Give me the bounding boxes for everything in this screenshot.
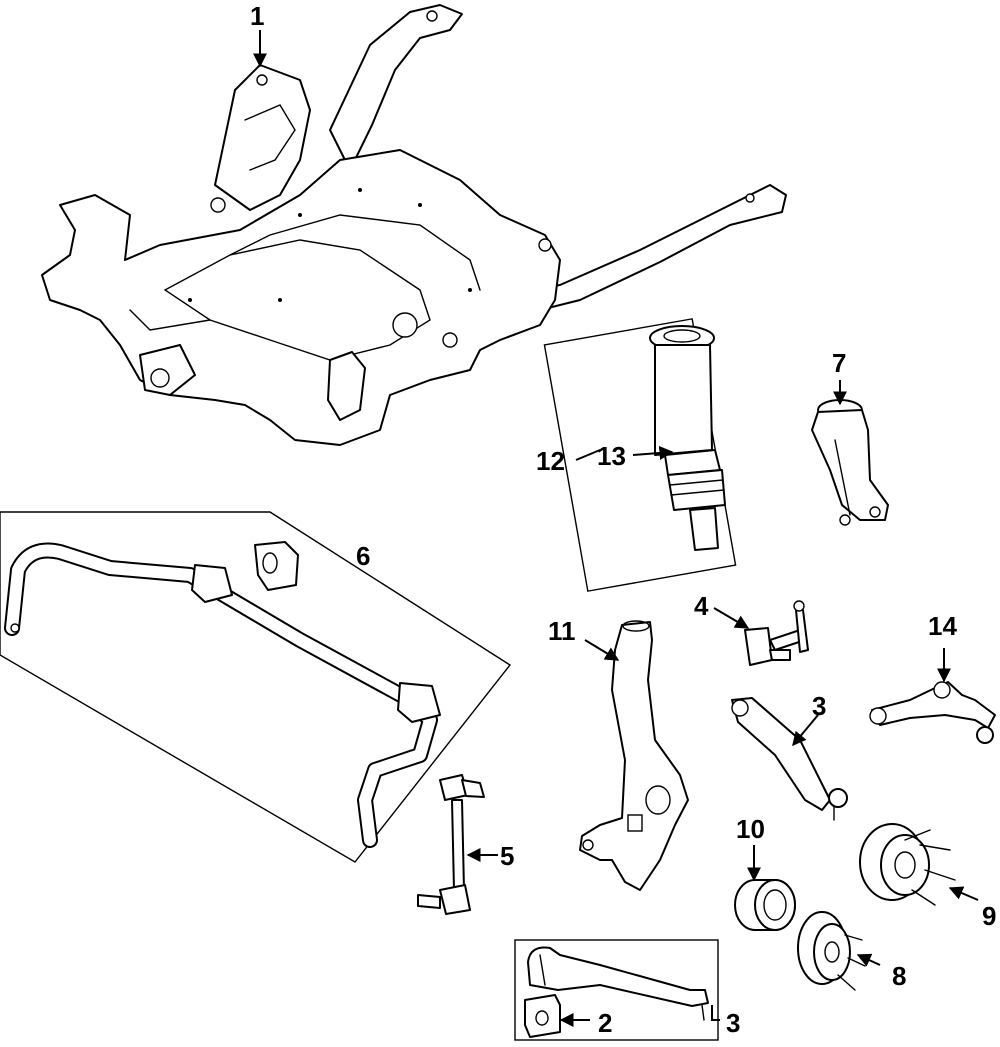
callout-13: 13 — [597, 441, 626, 471]
hub-assembly-part[interactable] — [859, 823, 956, 906]
height-sensor-part[interactable] — [744, 600, 809, 666]
arm-bushing-group-box — [514, 939, 719, 1041]
callout-10: 10 — [736, 814, 765, 844]
callout-1: 1 — [250, 1, 264, 31]
callout-4: 4 — [694, 591, 709, 621]
callout-2: 2 — [598, 1008, 612, 1038]
callout-labels: 1 2 3 3 4 5 6 7 8 9 10 11 12 13 14 — [250, 1, 996, 1038]
lower-arm-part[interactable] — [527, 946, 709, 1021]
callout-12: 12 — [536, 446, 565, 476]
control-arm-part[interactable] — [731, 697, 848, 821]
subframe-part[interactable] — [41, 4, 787, 446]
callout-3-lower: 3 — [726, 1008, 740, 1038]
hub-part[interactable] — [797, 911, 866, 991]
air-strut-part[interactable] — [649, 325, 726, 551]
callout-5: 5 — [500, 841, 514, 871]
leader-lines — [253, 30, 979, 1027]
bushing-part[interactable] — [524, 994, 561, 1038]
callout-14: 14 — [928, 611, 957, 641]
stabilizer-link-part[interactable] — [417, 774, 485, 915]
stabilizer-bar-part[interactable] — [4, 541, 441, 848]
callout-8: 8 — [892, 961, 906, 991]
stabilizer-group-box — [0, 511, 512, 863]
upper-control-arm-part[interactable] — [869, 681, 996, 744]
callout-6: 6 — [356, 541, 370, 571]
wheel-bearing-part[interactable] — [734, 879, 796, 931]
callout-7: 7 — [832, 348, 846, 378]
steering-knuckle-part[interactable] — [579, 620, 689, 891]
callout-9: 9 — [982, 901, 996, 931]
callout-11: 11 — [548, 616, 576, 646]
upper-bracket-part[interactable] — [811, 399, 889, 526]
callout-3-upper: 3 — [812, 691, 826, 721]
strut-group-box — [543, 318, 737, 592]
